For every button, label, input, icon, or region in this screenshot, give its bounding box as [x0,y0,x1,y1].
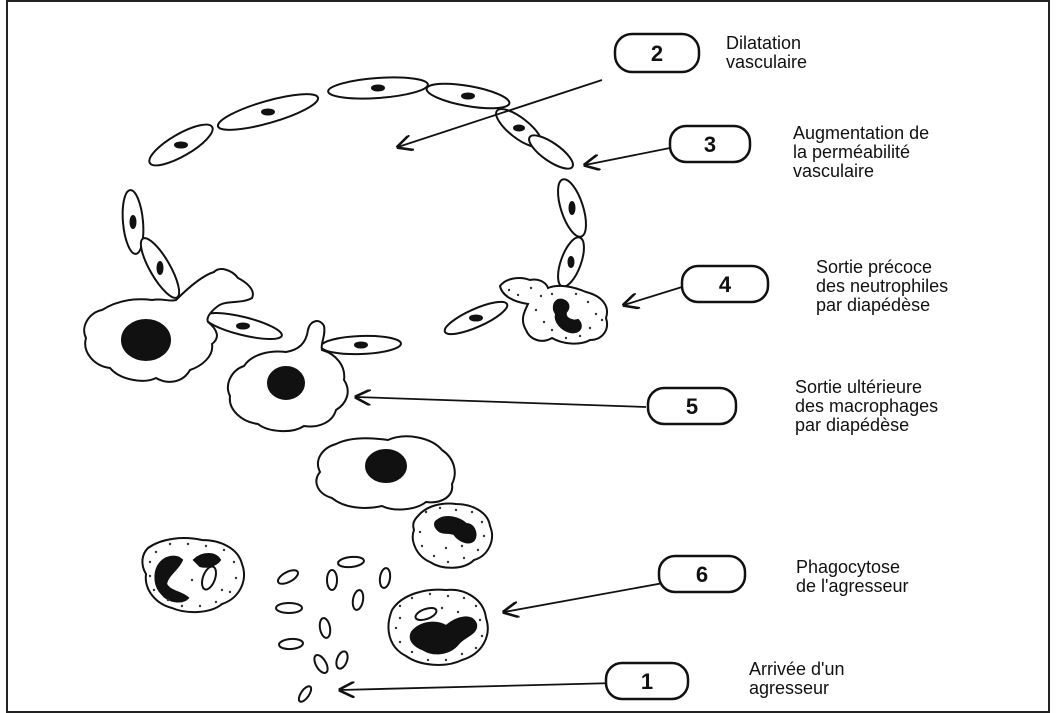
neutrophil-crossing [500,278,607,344]
label-step-1: Arrivée d'un agresseur [749,660,844,698]
endothelial-cell [552,176,591,240]
label-step-4: Sortie précoce des neutrophiles par diap… [816,258,948,315]
neutrophil-left [142,538,244,612]
badge-step-3: 3 [670,126,750,162]
bacterium [276,567,300,586]
endothelial-cell [321,335,402,356]
endothelial-cell [134,234,185,303]
badge-number: 4 [719,272,732,297]
diagram-canvas: 2 3 4 5 6 1 [6,0,1050,713]
label-step-5: Sortie ultérieure des macrophages par di… [795,378,938,435]
endothelial-cell [425,79,511,113]
bacterium [279,638,304,650]
bacterium [334,650,350,670]
aggressors [276,556,391,704]
neutrophil-center [413,504,492,568]
badge-step-4: 4 [682,266,768,302]
badge-step-1: 1 [606,663,688,699]
label-step-3: Augmentation de la perméabilité vasculai… [793,124,929,181]
bacterium [379,567,392,588]
bacterium [338,556,365,569]
macrophage-crossing-center [228,321,348,431]
badge-step-2: 2 [615,34,699,72]
badge-step-6: 6 [659,556,745,592]
badge-number: 6 [696,562,708,587]
endothelial-cell [441,296,510,340]
endothelial-cell [215,87,321,137]
badge-number: 1 [641,669,653,694]
endothelial-cell [327,75,428,102]
badge-step-5: 5 [648,388,736,424]
macrophage-free [316,436,454,509]
arrow-step-1 [340,683,616,690]
bacterium [276,603,302,613]
arrow-step-4 [624,287,682,305]
label-step-6: Phagocytose de l'agresseur [796,558,909,596]
badge-number: 2 [651,41,663,66]
arrow-step-3 [585,148,670,165]
bacterium [351,589,364,610]
arrow-step-5 [356,397,646,407]
endothelial-cell [553,234,590,290]
bacterium [297,684,314,703]
label-step-2: Dilatation vasculaire [726,34,807,72]
neutrophil-right [388,590,487,665]
bacterium [318,617,331,638]
bacterium [312,653,331,675]
badge-number: 3 [704,132,716,157]
badge-number: 5 [686,394,698,419]
arrow-step-6 [504,582,669,612]
endothelial-cell [144,117,217,172]
inflammation-diagram: 2 3 4 5 6 1 Dilatation vasculaire Augmen… [6,0,1050,713]
bacterium [327,570,337,590]
endothelial-cell [525,130,578,175]
